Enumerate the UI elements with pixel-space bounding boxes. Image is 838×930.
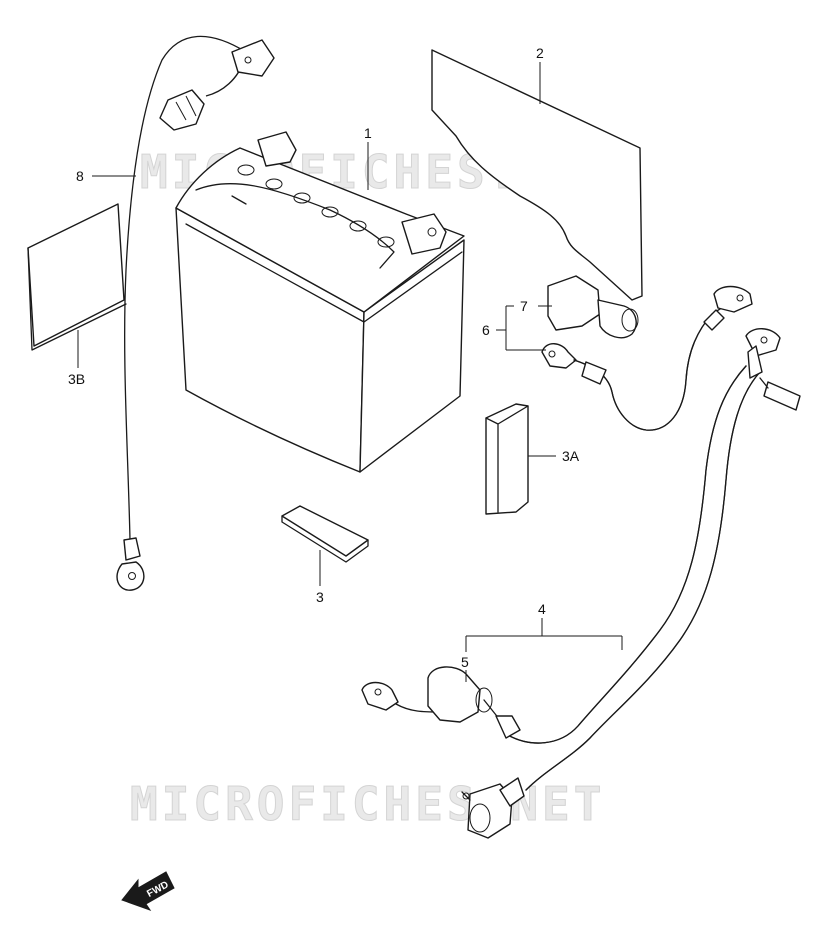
callout-4: 4 (538, 601, 546, 617)
callout-8: 8 (76, 168, 84, 184)
separator-plate (431, 49, 643, 301)
pad-3 (281, 505, 369, 563)
terminal-cap-7 (547, 275, 639, 339)
fwd-arrow-icon: FWD (121, 871, 175, 911)
watermark-bottom: MICROFICHES.NET (130, 777, 605, 831)
callout-7: 7 (520, 298, 528, 314)
callout-6: 6 (482, 322, 490, 338)
callout-5: 5 (461, 654, 469, 670)
earth-lead-wire (116, 35, 275, 591)
starter-cable-4 (505, 328, 801, 791)
leader-lines (77, 62, 623, 682)
pad-3b (27, 203, 127, 351)
callout-3: 3 (316, 589, 324, 605)
pad-3a (485, 403, 529, 515)
starter-cap-5 (361, 666, 525, 839)
battery (175, 131, 465, 473)
callout-2: 2 (536, 45, 544, 61)
callout-1: 1 (364, 125, 372, 141)
callout-3b: 3B (68, 371, 85, 387)
battery-cable-6 (541, 285, 753, 431)
callout-3a: 3A (562, 448, 580, 464)
